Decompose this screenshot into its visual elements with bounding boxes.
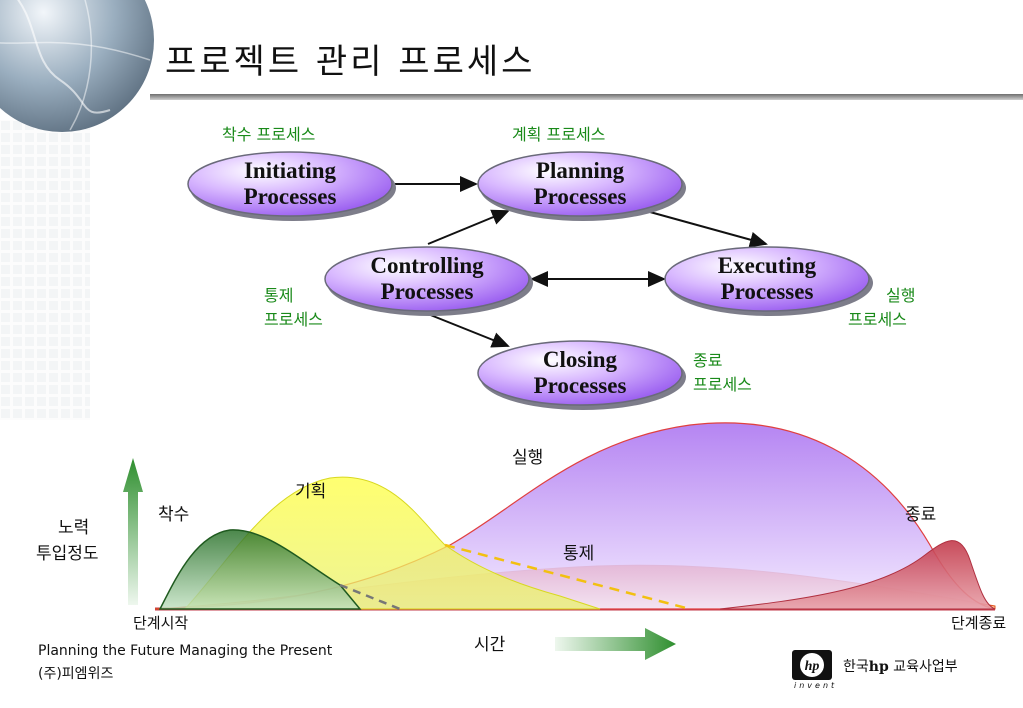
initiating-line1: Initiating xyxy=(243,158,337,183)
planning-ellipse xyxy=(477,151,686,221)
initiating-tail-dashed xyxy=(339,583,401,611)
page-title: 프로젝트 관리 프로세스 xyxy=(165,42,536,82)
controlling-line1: Controlling xyxy=(370,253,484,278)
closing-korean-label-1: 종료 xyxy=(693,351,723,370)
closing-curve xyxy=(719,540,996,610)
footer-org: 한국hp 교육사업부 xyxy=(843,656,958,676)
initiating-curve-label: 착수 xyxy=(158,505,190,525)
arrow-planning-to-executing xyxy=(649,211,768,248)
controlling-korean-label-2: 프로세스 xyxy=(264,310,323,329)
svg-text:hp: hp xyxy=(805,659,820,674)
controlling-process-label: Controlling Processes xyxy=(327,253,527,305)
executing-curve-label: 실행 xyxy=(512,448,544,468)
planning-line2: Processes xyxy=(533,184,627,209)
footer-tagline: Planning the Future Managing the Present xyxy=(38,643,333,659)
closing-process-label: Closing Processes xyxy=(480,347,680,399)
executing-ellipse xyxy=(664,246,873,316)
arrow-controlling-to-planning xyxy=(427,209,510,245)
controlling-korean-label-1: 통제 xyxy=(264,286,294,305)
planning-korean-label: 계획 프로세스 xyxy=(512,125,606,144)
planning-process-label: Planning Processes xyxy=(480,158,680,210)
initiating-process-label: Initiating Processes xyxy=(190,158,390,210)
executing-process-label: Executing Processes xyxy=(667,253,867,305)
executing-korean-label-2: 프로세스 xyxy=(848,310,907,329)
arrow-controlling-to-closing xyxy=(427,313,510,348)
grid-texture xyxy=(0,120,90,420)
footer-org-suffix: 교육사업부 xyxy=(888,659,958,675)
closing-ellipse xyxy=(477,340,686,410)
controlling-curve-label: 통제 xyxy=(563,544,595,564)
initiating-korean-label: 착수 프로세스 xyxy=(222,125,316,144)
closing-korean-label-2: 프로세스 xyxy=(693,375,752,394)
executing-line2: Processes xyxy=(720,279,814,304)
time-axis-arrow xyxy=(555,628,676,660)
footer-org-prefix: 한국 xyxy=(843,659,869,675)
planning-line1: Planning xyxy=(535,158,625,183)
footer-org-hp: hp xyxy=(868,659,889,675)
closing-line1: Closing xyxy=(542,347,618,372)
phase-end-label: 단계종료 xyxy=(951,614,1007,632)
header-rule xyxy=(150,94,1023,100)
initiating-ellipse xyxy=(187,151,396,221)
initiating-curve xyxy=(158,529,362,610)
planning-tail-dashed xyxy=(444,543,691,611)
closing-line2: Processes xyxy=(533,373,627,398)
initiating-line2: Processes xyxy=(243,184,337,209)
y-axis-label-1: 노력 xyxy=(58,518,90,538)
time-axis-label: 시간 xyxy=(474,635,506,655)
executing-korean-label-1: 실행 xyxy=(886,286,916,305)
closing-curve-label: 종료 xyxy=(905,505,937,525)
phase-start-label: 단계시작 xyxy=(133,614,189,632)
controlling-ellipse xyxy=(324,246,533,316)
hp-logo: hp xyxy=(792,650,832,680)
effort-axis-arrow xyxy=(123,458,143,605)
planning-curve-label: 기획 xyxy=(295,482,327,502)
executing-line1: Executing xyxy=(717,253,817,278)
y-axis-label-2: 투입정도 xyxy=(36,544,99,564)
footer-company: (주)피엠위즈 xyxy=(38,666,114,682)
controlling-line2: Processes xyxy=(380,279,474,304)
hp-invent-text: invent xyxy=(794,681,838,690)
globe-icon xyxy=(0,0,154,132)
